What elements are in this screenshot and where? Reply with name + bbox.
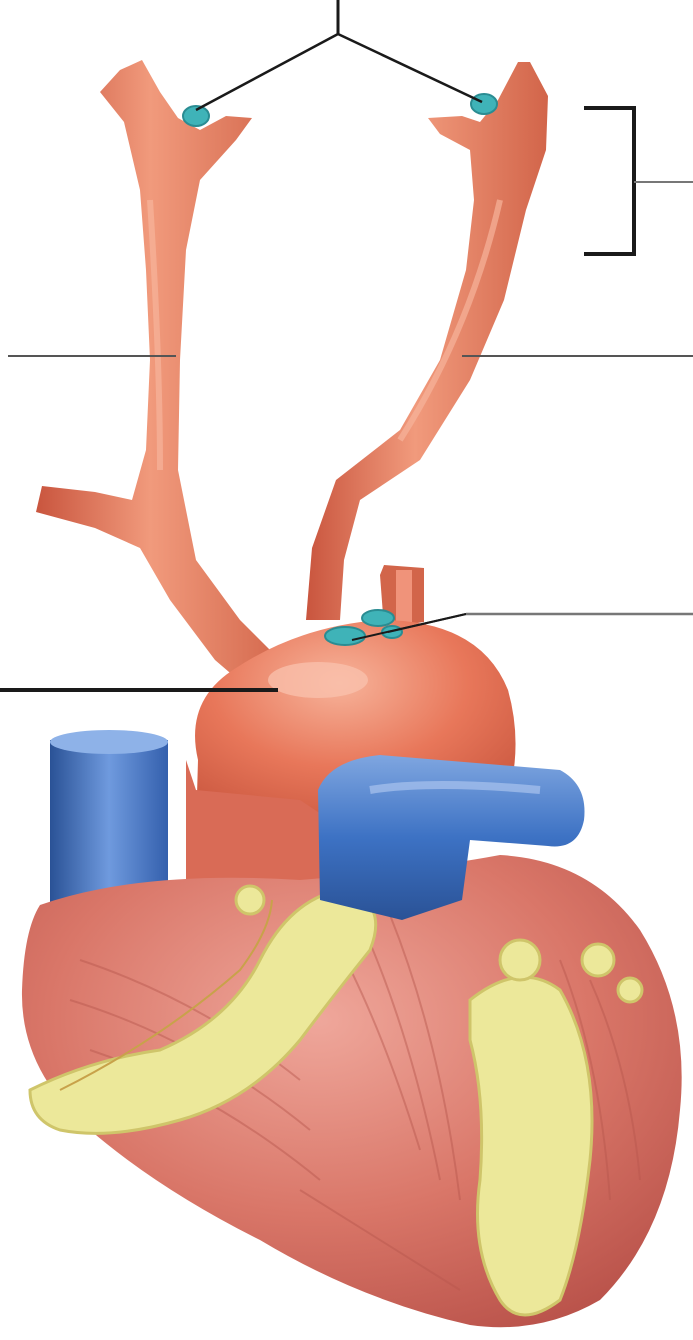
left-carotid-artery [306, 62, 548, 620]
leader-line-left-sinus [196, 34, 338, 110]
leader-lines [0, 0, 693, 690]
leader-line-right-sinus [338, 34, 482, 102]
right-carotid-artery [36, 60, 290, 690]
bracket-carotid-branches [584, 108, 634, 254]
